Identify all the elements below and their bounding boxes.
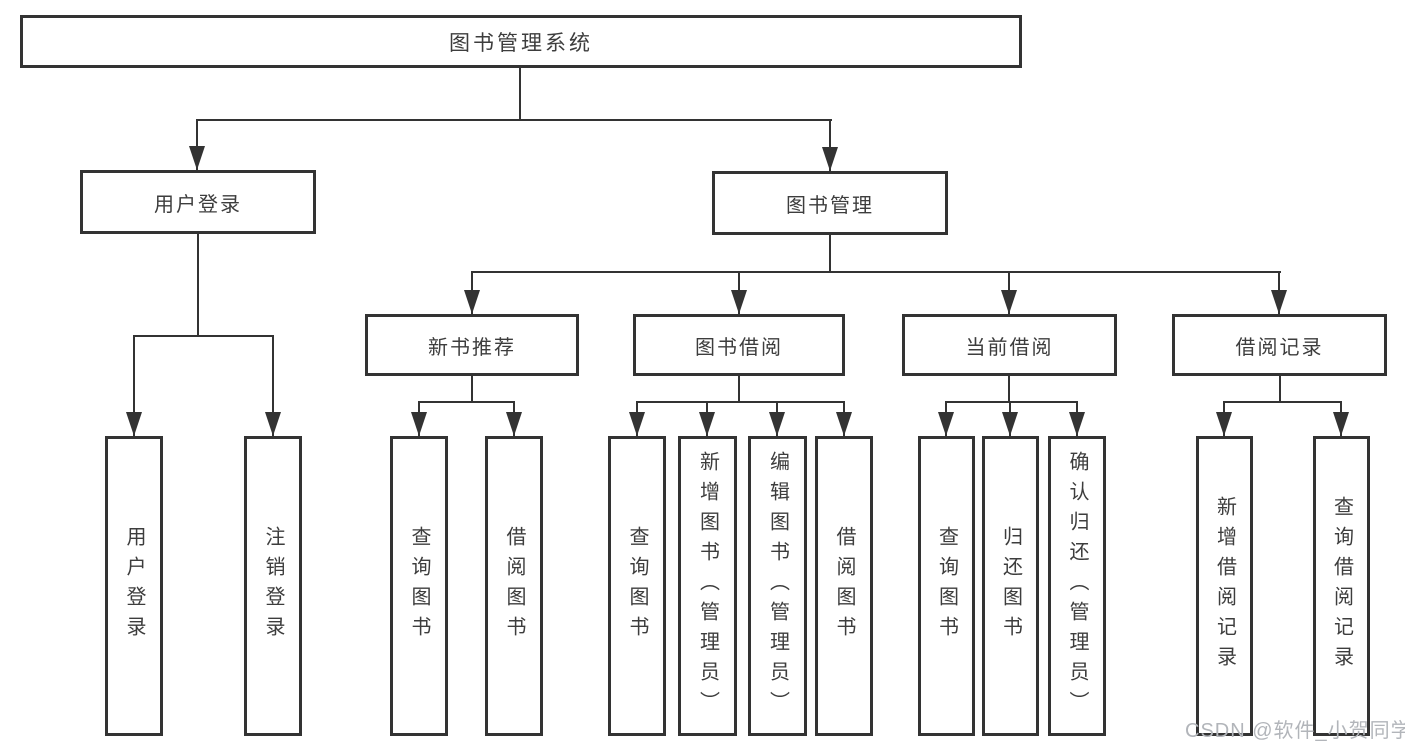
connector-line — [1279, 376, 1281, 403]
node-book-borrow: 图书借阅 — [633, 314, 845, 376]
node-add-books-admin: 新增图书（管理员） — [678, 436, 737, 736]
connector-arrowhead — [506, 412, 522, 436]
connector-arrowhead — [769, 412, 785, 436]
connector-arrowhead — [411, 412, 427, 436]
node-label: 图书借阅 — [695, 336, 783, 359]
connector-line — [519, 68, 521, 121]
connector-arrowhead — [1002, 412, 1018, 436]
connector-line — [197, 234, 199, 337]
node-borrow-books-recommend: 借阅图书 — [485, 436, 543, 736]
node-user-login-leaf: 用户登录 — [105, 436, 163, 736]
node-return-books: 归还图书 — [982, 436, 1039, 736]
node-library-system: 图书管理系统 — [20, 15, 1022, 68]
connector-line — [471, 376, 473, 403]
connector-line — [272, 337, 274, 436]
connector-line — [196, 121, 198, 170]
node-borrow-records: 借阅记录 — [1172, 314, 1387, 376]
connector-arrowhead — [464, 290, 480, 314]
connector-arrowhead — [1069, 412, 1085, 436]
node-label: 确认归还（管理员） — [1066, 451, 1088, 721]
node-book-management: 图书管理 — [712, 171, 948, 235]
connector-line — [829, 235, 831, 273]
connector-arrowhead — [731, 290, 747, 314]
node-label: 用户登录 — [154, 193, 242, 216]
node-label: 借阅记录 — [1235, 336, 1324, 359]
connector-arrowhead — [836, 412, 852, 436]
connector-line — [829, 121, 831, 171]
watermark: CSDN @软件_小贺同学 — [1185, 720, 1405, 742]
connector-branch — [196, 119, 832, 121]
node-query-books-recommend: 查询图书 — [390, 436, 448, 736]
node-confirm-return-admin: 确认归还（管理员） — [1048, 436, 1106, 736]
node-user-login: 用户登录 — [80, 170, 316, 234]
node-label: 借阅图书 — [833, 526, 855, 646]
node-label: 编辑图书（管理员） — [766, 451, 789, 721]
node-label: 注销登录 — [262, 526, 284, 646]
connector-arrowhead — [189, 146, 205, 170]
node-label: 新书推荐 — [428, 336, 516, 359]
node-label: 图书管理 — [786, 194, 874, 217]
connector-line — [738, 376, 740, 403]
node-label: 归还图书 — [999, 526, 1022, 646]
connector-arrowhead — [126, 412, 142, 436]
connector-arrowhead — [265, 412, 281, 436]
connector-arrowhead — [1216, 412, 1232, 436]
connector-branch — [418, 401, 515, 403]
node-label: 借阅图书 — [503, 526, 525, 646]
connector-branch — [945, 401, 1078, 403]
connector-arrowhead — [822, 147, 838, 171]
connector-branch — [133, 335, 274, 337]
node-label: 查询借阅记录 — [1330, 496, 1353, 676]
connector-arrowhead — [1001, 290, 1017, 314]
node-label: 查询图书 — [935, 526, 958, 646]
node-label: 新增图书（管理员） — [696, 451, 719, 721]
node-label: 用户登录 — [123, 526, 145, 646]
connector-branch — [471, 271, 1281, 273]
connector-line — [1008, 376, 1010, 403]
node-query-books-current: 查询图书 — [918, 436, 975, 736]
node-label: 图书管理系统 — [449, 31, 593, 55]
connector-arrowhead — [938, 412, 954, 436]
connector-arrowhead — [1333, 412, 1349, 436]
node-label: 新增借阅记录 — [1213, 496, 1236, 676]
connector-arrowhead — [629, 412, 645, 436]
node-label: 当前借阅 — [965, 336, 1054, 359]
node-query-borrow-record: 查询借阅记录 — [1313, 436, 1370, 736]
node-add-borrow-record: 新增借阅记录 — [1196, 436, 1253, 736]
node-label: 查询图书 — [408, 526, 430, 646]
connector-arrowhead — [699, 412, 715, 436]
node-query-books-borrow: 查询图书 — [608, 436, 666, 736]
node-edit-books-admin: 编辑图书（管理员） — [748, 436, 807, 736]
node-logout: 注销登录 — [244, 436, 302, 736]
connector-arrowhead — [1271, 290, 1287, 314]
connector-branch — [1223, 401, 1342, 403]
node-label: 查询图书 — [626, 526, 648, 646]
node-current-borrow: 当前借阅 — [902, 314, 1117, 376]
node-borrow-books-leaf: 借阅图书 — [815, 436, 873, 736]
connector-line — [133, 337, 135, 436]
node-new-book-recommend: 新书推荐 — [365, 314, 579, 376]
connector-branch — [636, 401, 845, 403]
